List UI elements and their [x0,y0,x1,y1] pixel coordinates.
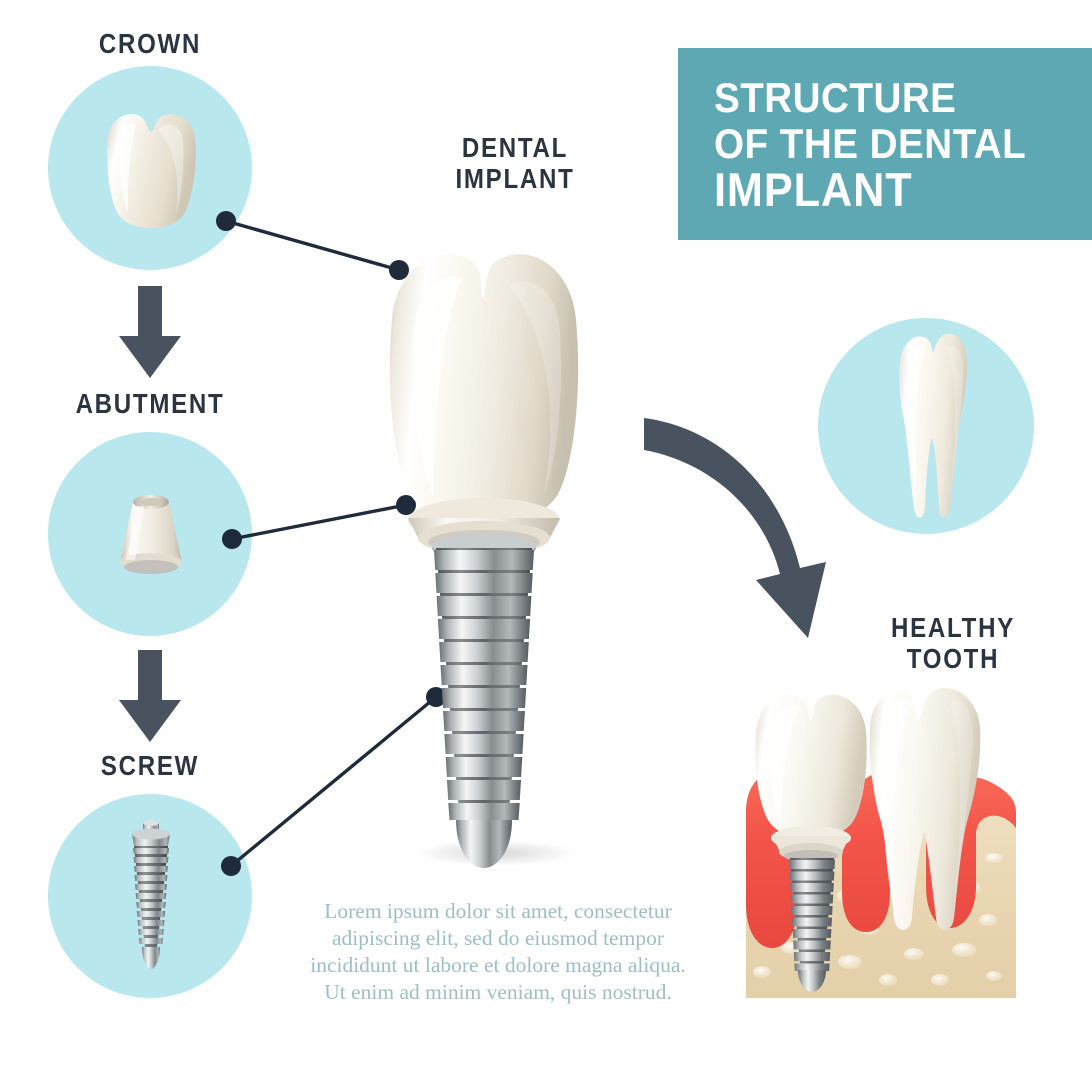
implant-screw-icon [132,820,170,969]
title-line-1: STRUCTURE [714,74,957,121]
title-banner: STRUCTURE OF THE DENTAL IMPLANT [678,48,1092,240]
label-dental-implant-line2: IMPLANT [455,163,575,195]
jaw-cross-section-icon [746,688,1016,998]
curved-arrow-icon [644,418,826,638]
label-healthy-tooth: HEALTHY TOOTH [863,612,1044,675]
body-paragraph: Lorem ipsum dolor sit amet, consectetur … [288,898,708,1006]
label-healthy-tooth-line2: TOOTH [906,643,1000,675]
label-dental-implant: DENTAL IMPLANT [416,132,614,195]
abutment-icon [120,495,182,574]
label-healthy-tooth-line1: HEALTHY [891,612,1015,643]
body-line-2: adipiscing elit, sed do eiusmod tempor [331,926,664,950]
body-line-1: Lorem ipsum dolor sit amet, consectetur [324,899,672,923]
label-crown: CROWN [98,28,202,59]
implant-threads [434,550,534,820]
tooth-crown-icon [107,114,196,228]
label-abutment: ABUTMENT [75,388,225,419]
label-screw: SCREW [100,750,200,781]
body-line-4: Ut enim ad minim veniam, quis nostrud. [324,980,672,1004]
arrow-down-icon [119,286,181,378]
label-dental-implant-line1: DENTAL [461,132,569,163]
implant-tip [456,820,512,868]
molar-tooth-icon [899,333,968,518]
title-line-2: OF THE DENTAL [714,120,1027,167]
arrow-down-icon [119,650,181,742]
title-line-3: IMPLANT [714,163,913,216]
dental-implant-illustration [389,254,579,868]
body-line-3: incididunt ut labore et dolore magna ali… [310,953,686,977]
